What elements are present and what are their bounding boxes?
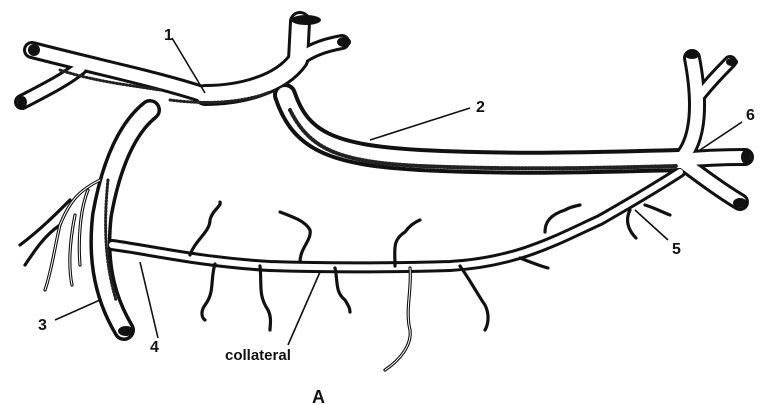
label-3: 3 [38, 317, 47, 334]
leader-line-5 [635, 210, 668, 240]
vessel-tree [17, 15, 751, 336]
leader-line-collateral [288, 272, 320, 345]
leader-line-3 [55, 300, 100, 320]
leader-line-6 [700, 122, 742, 150]
vessel-lumen [17, 96, 27, 108]
label-4: 4 [150, 339, 159, 356]
vessel-lumen [291, 15, 321, 25]
leader-line-2 [370, 108, 470, 140]
vessel-lumen [337, 37, 351, 47]
collateral-branches [20, 180, 670, 370]
vessel-lumen [685, 51, 699, 59]
leader-line-4 [140, 262, 158, 338]
vessel-lumen [733, 198, 747, 208]
label-1: 1 [164, 27, 173, 44]
figure-caption: A [312, 387, 325, 405]
vessel-lumen [741, 150, 751, 164]
label-5: 5 [672, 241, 681, 258]
label-2: 2 [476, 99, 485, 116]
label-6: 6 [746, 107, 755, 124]
vessel-lumen [118, 326, 134, 336]
vessel-lumen [28, 44, 40, 56]
label-collateral: collateral [225, 347, 291, 364]
vessel-lumen [726, 58, 738, 66]
